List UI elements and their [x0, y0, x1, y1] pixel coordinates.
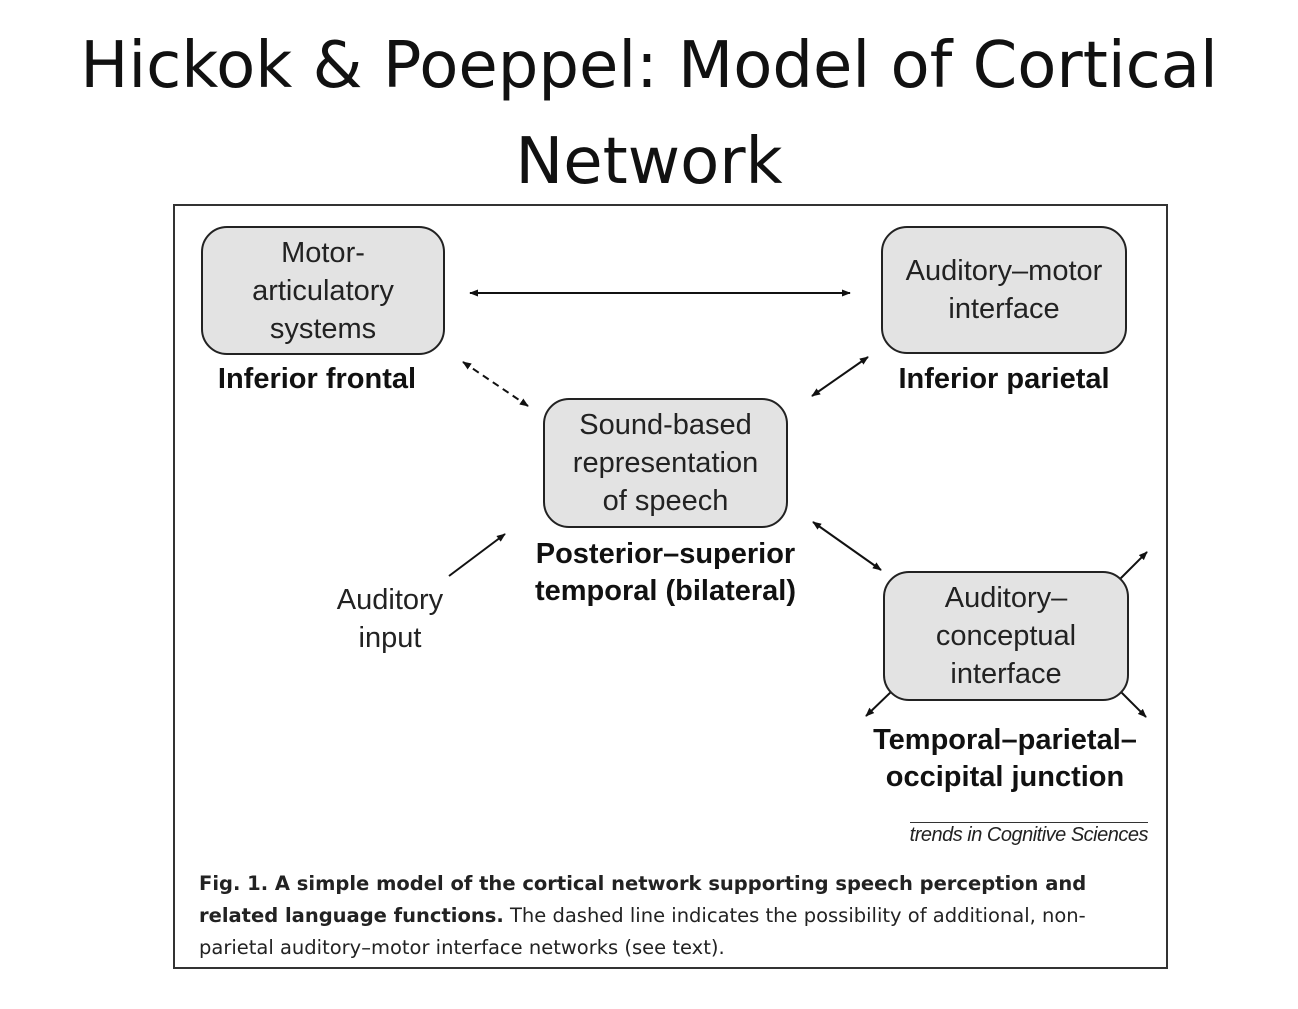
auditory-input-line: Auditory: [336, 584, 444, 616]
region-temporal-parietal-occipital: Temporal–parietal– occipital junction: [845, 722, 1165, 796]
figure-frame: Motor- articulatory systems Inferior fro…: [173, 204, 1168, 969]
region-inferior-parietal: Inferior parietal: [898, 363, 1110, 395]
node-text-line: systems: [269, 312, 377, 345]
auditory-motor-node: Auditory–motor interface: [881, 226, 1127, 354]
arrow-sound-to-auditory-motor: [811, 356, 869, 397]
slide-title: Hickok & Poeppel: Model of Cortical Netw…: [0, 18, 1298, 210]
figure-caption: Fig. 1. A simple model of the cortical n…: [199, 868, 1149, 964]
region-line: temporal (bilateral): [534, 575, 797, 607]
auditory-conceptual-node: Auditory– conceptual interface: [883, 571, 1129, 701]
node-text-line: Auditory–: [944, 582, 1068, 614]
node-text-line: interface: [948, 293, 1060, 325]
dashed-arrow-motor-to-sound: [462, 361, 529, 407]
arrow-input-to-sound: [448, 533, 506, 577]
node-text-line: of speech: [602, 485, 729, 517]
slide-title-line-2: Network: [515, 125, 783, 199]
slide-title-line-1: Hickok & Poeppel: Model of Cortical: [80, 29, 1218, 103]
arrow-sound-to-conceptual: [812, 521, 882, 571]
node-text-line: Auditory–motor: [905, 255, 1103, 287]
caption-bold: Fig. 1. A simple model of the cortical n…: [199, 872, 1087, 927]
region-line: Temporal–parietal–: [873, 724, 1137, 756]
arrow-conceptual-out-bottom-right: [1119, 690, 1147, 718]
node-text-line: representation: [572, 447, 759, 479]
node-text-line: Motor-: [281, 236, 365, 269]
node-text-line: articulatory: [252, 274, 394, 307]
node-text-line: conceptual: [935, 620, 1077, 652]
arrows-layer: [448, 289, 1148, 718]
source-credit: trends in Cognitive Sciences: [909, 822, 1149, 846]
caption-text: The dashed line indicates the possibilit…: [199, 904, 1086, 959]
region-line: occipital junction: [885, 761, 1125, 793]
node-text-line: interface: [950, 658, 1062, 690]
auditory-input-label: Auditory input: [315, 581, 465, 657]
region-line: Posterior–superior: [535, 538, 796, 570]
sound-based-node: Sound-based representation of speech: [543, 398, 788, 528]
region-inferior-frontal: Inferior frontal: [217, 363, 417, 395]
node-text-line: Sound-based: [579, 409, 752, 441]
auditory-input-line: input: [358, 622, 422, 654]
region-posterior-superior-temporal: Posterior–superior temporal (bilateral): [513, 536, 818, 610]
motor-articulatory-node: Motor- articulatory systems: [201, 226, 445, 355]
arrow-conceptual-out-top-right: [1119, 551, 1148, 580]
arrow-conceptual-out-bottom-left: [865, 690, 893, 717]
